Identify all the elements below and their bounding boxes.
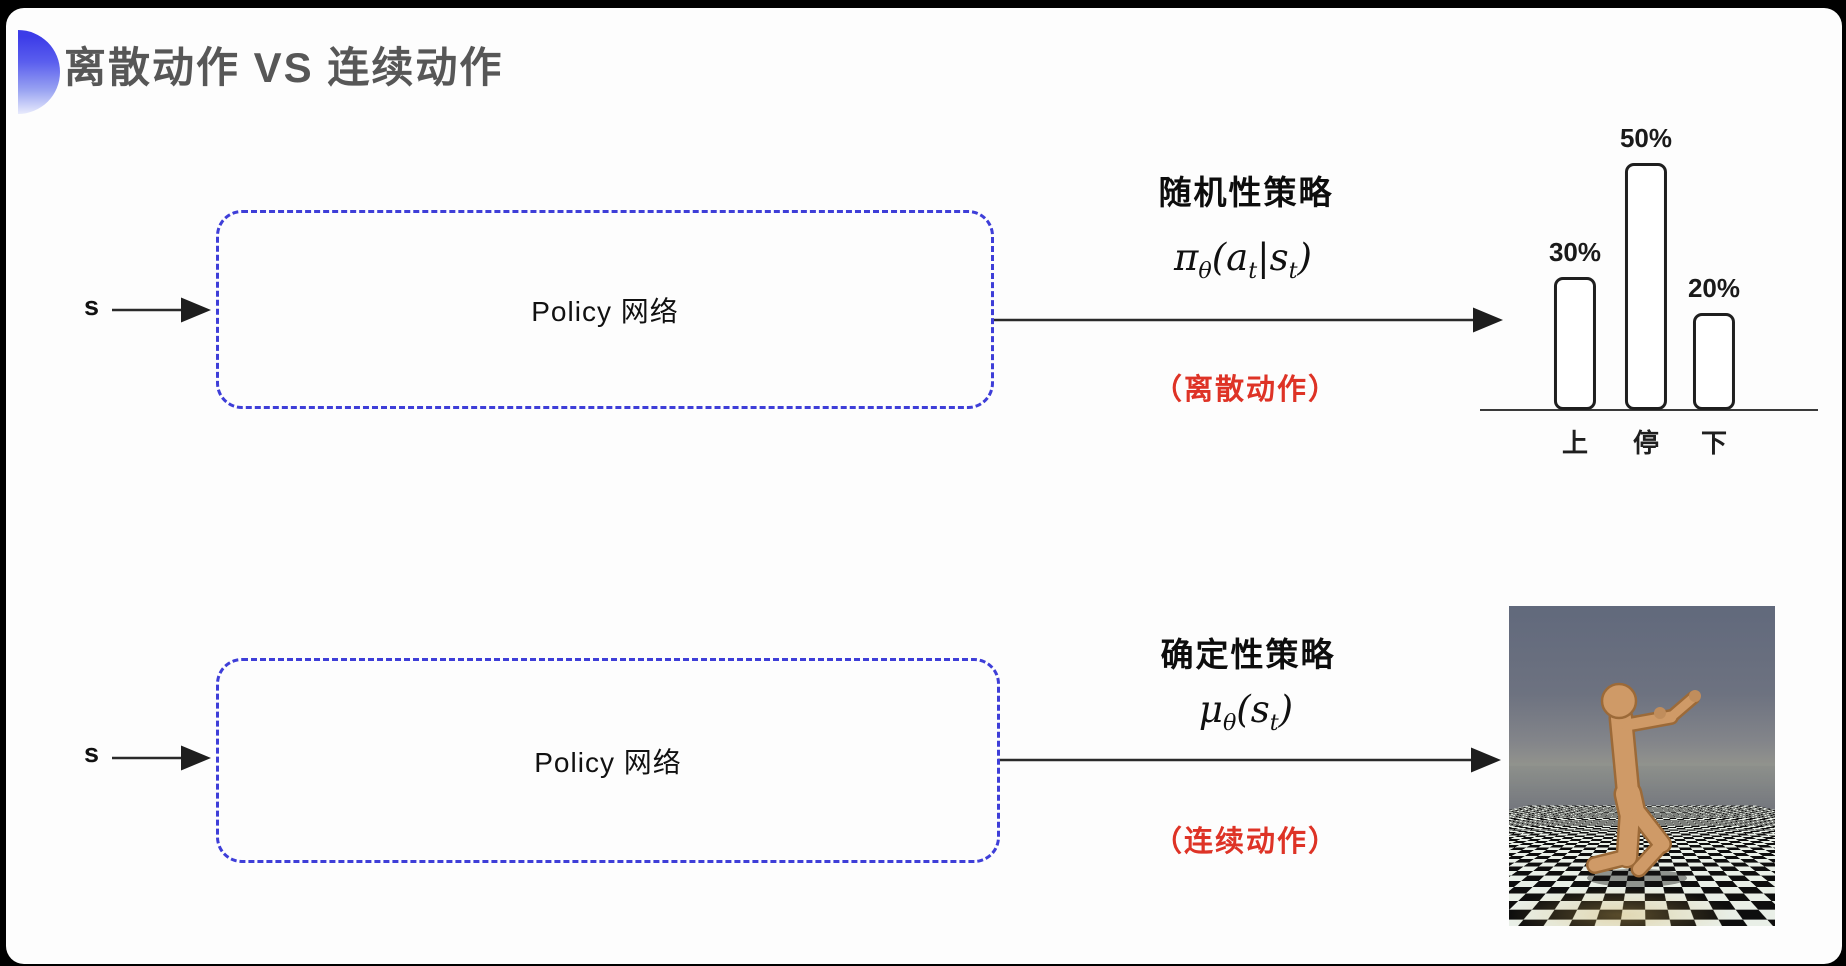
stochastic-policy-formula: πθ(at|st): [1174, 236, 1312, 284]
bar-rect: [1553, 277, 1596, 410]
bar-group: 20%: [1688, 273, 1740, 410]
slide: 离散动作 VS 连续动作 s Policy 网络 随机性策略 πθ(at|st)…: [6, 8, 1842, 964]
bar-rect: [1692, 313, 1735, 410]
bar-value-label: 50%: [1619, 123, 1673, 153]
bar-category-label: 停: [1632, 428, 1660, 458]
deterministic-policy-formula: μθ(st): [1198, 688, 1294, 736]
bar-group: 50%: [1620, 123, 1672, 410]
bar-group: 30%: [1549, 237, 1601, 410]
humanoid-simulation-image: [1509, 606, 1775, 926]
page-title: 离散动作 VS 连续动作: [64, 44, 504, 91]
state-input-label-bottom: s: [84, 738, 100, 768]
bar-category-label: 上: [1561, 428, 1589, 458]
chart-baseline: [1480, 409, 1818, 411]
continuous-action-note: （连续动作）: [1152, 826, 1340, 858]
discrete-action-note: （离散动作）: [1152, 374, 1340, 406]
bar-value-label: 30%: [1548, 237, 1602, 267]
sim-floor: [1509, 762, 1775, 926]
bar-value-label: 20%: [1687, 273, 1741, 303]
humanoid-robot-figure: [1586, 682, 1701, 887]
policy-network-box-bottom: Policy 网络: [216, 658, 1000, 863]
policy-network-box-top: Policy 网络: [216, 210, 994, 409]
stochastic-policy-label: 随机性策略: [1158, 174, 1334, 211]
policy-network-label-top: Policy 网络: [531, 295, 679, 327]
deterministic-policy-label: 确定性策略: [1160, 636, 1336, 673]
policy-network-label-bottom: Policy 网络: [534, 746, 682, 778]
title-bullet-icon: [18, 30, 60, 114]
state-input-label-top: s: [84, 291, 100, 321]
floor-gloss: [1509, 836, 1775, 926]
bar-category-label: 下: [1700, 428, 1728, 458]
sim-sky: [1509, 606, 1775, 766]
bar-rect: [1624, 163, 1667, 410]
action-probability-bar-chart: 30% 上 50% 停 20% 下: [1466, 100, 1832, 468]
